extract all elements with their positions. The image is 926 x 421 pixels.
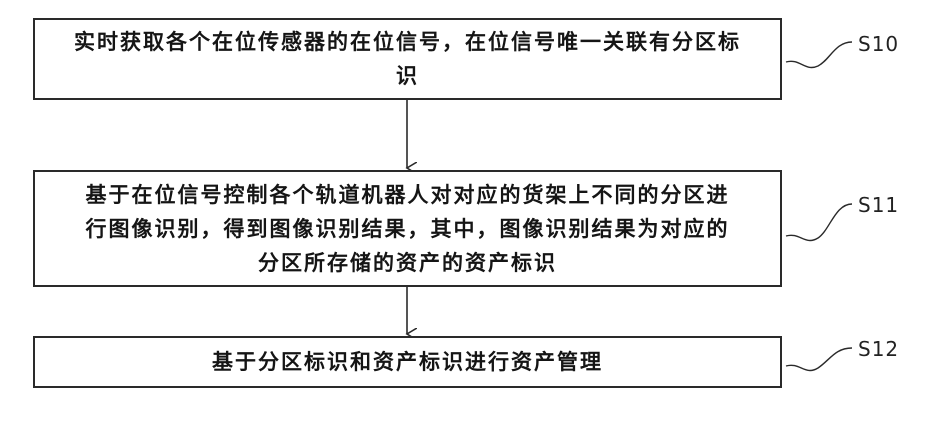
step-label-s10: S10 — [858, 32, 899, 56]
step-label-s12: S12 — [858, 337, 899, 361]
step-s10-line-1: 实时获取各个在位传感器的在位信号，在位信号唯一关联有分区标 — [74, 30, 741, 54]
step-text-s10: 实时获取各个在位传感器的在位信号，在位信号唯一关联有分区标 识 — [74, 25, 741, 93]
step-s10-line-2: 识 — [396, 64, 419, 88]
step-text-s12: 基于分区标识和资产标识进行资产管理 — [212, 345, 603, 379]
step-s11-line-1: 基于在位信号控制各个轨道机器人对对应的货架上不同的分区进 — [86, 183, 730, 207]
step-s12-line-1: 基于分区标识和资产标识进行资产管理 — [212, 350, 603, 374]
step-text-s11: 基于在位信号控制各个轨道机器人对对应的货架上不同的分区进 行图像识别，得到图像识… — [86, 178, 730, 280]
step-box-s12: 基于分区标识和资产标识进行资产管理 — [33, 336, 782, 388]
step-box-s11: 基于在位信号控制各个轨道机器人对对应的货架上不同的分区进 行图像识别，得到图像识… — [33, 170, 782, 287]
leader-line-s11 — [786, 204, 852, 241]
step-label-s11: S11 — [858, 193, 899, 217]
step-s11-line-3: 分区所存储的资产的资产标识 — [258, 251, 557, 275]
step-box-s10: 实时获取各个在位传感器的在位信号，在位信号唯一关联有分区标 识 — [33, 18, 782, 100]
step-s11-line-2: 行图像识别，得到图像识别结果，其中，图像识别结果为对应的 — [86, 217, 730, 241]
leader-line-s10 — [786, 42, 852, 68]
leader-line-s12 — [786, 348, 852, 371]
